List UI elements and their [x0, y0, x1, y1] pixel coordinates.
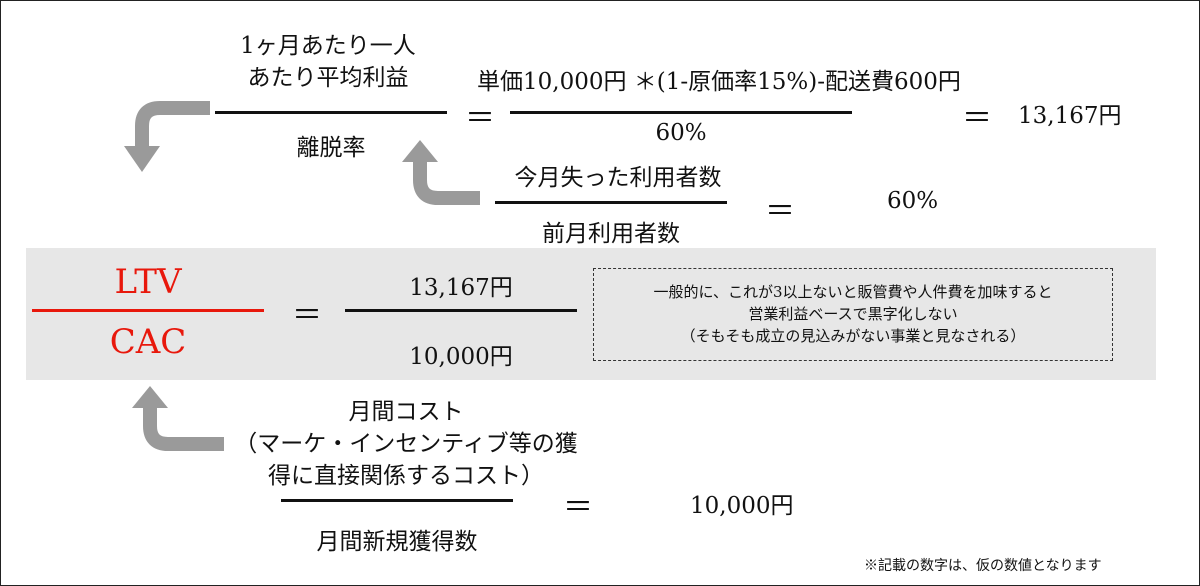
cac-numerator-line-3: 得に直接関係するコスト）: [268, 463, 544, 489]
ltv-result-equals: ＝: [962, 101, 992, 136]
churn-numerator: 今月失った利用者数: [514, 165, 722, 191]
ratio-numerator: 13,167円: [409, 275, 513, 301]
curved-arrow-icon: [402, 140, 480, 205]
footnote: ※記載の数字は、仮の数値となります: [864, 558, 1102, 574]
ratio-note-line-2: 営業利益ベースで黒字化しない: [748, 305, 958, 323]
churn-equals: ＝: [765, 194, 795, 229]
cac-numerator: 月間コスト （マーケ・インセンティブ等の獲 得に直接関係するコスト）: [200, 396, 612, 492]
ratio-note-line-3: （そもそも成立の見込みがない事業と見なされる）: [680, 327, 1026, 345]
cac-result: 10,000円: [690, 493, 794, 519]
ratio-value-fraction-bar: [345, 309, 577, 312]
cac-denominator: 月間新規獲得数: [316, 529, 478, 555]
cac-equals: ＝: [563, 490, 593, 525]
ltv-cac-fraction-bar: [32, 309, 264, 312]
ltv-detail-fraction-bar: [510, 111, 852, 114]
ltv-cac-band: [26, 248, 1156, 380]
ratio-denominator: 10,000円: [409, 344, 513, 370]
churn-denominator: 前月利用者数: [542, 221, 680, 247]
ltv-detail-denominator: 60%: [655, 120, 707, 146]
curved-arrow-icon: [124, 101, 210, 172]
ltv-numerator-line-1: 1ヶ月あたり一人: [240, 33, 416, 59]
cac-numerator-line-1: 月間コスト: [348, 399, 464, 425]
ltv-denominator: 離脱率: [296, 135, 366, 161]
churn-fraction-bar: [495, 201, 727, 204]
cac-label: CAC: [109, 322, 187, 362]
ltv-numerator-line-2: あたり平均利益: [247, 65, 409, 91]
curved-arrow-icon: [132, 386, 224, 451]
ltv-numerator: 1ヶ月あたり一人 あたり平均利益: [208, 30, 448, 94]
ratio-note-line-1: 一般的に、これが3以上ないと販管費や人件費を加味すると: [653, 283, 1053, 301]
ltv-equals: ＝: [465, 101, 495, 136]
ltv-detail-numerator: 単価10,000円 ＊(1-原価率15%)-配送費600円: [477, 69, 961, 95]
ratio-note-box: 一般的に、これが3以上ないと販管費や人件費を加味すると 営業利益ベースで黒字化し…: [593, 268, 1113, 361]
ratio-equals: ＝: [292, 298, 322, 333]
cac-fraction-bar: [281, 499, 513, 502]
churn-result: 60%: [887, 188, 939, 214]
ltv-result: 13,167円: [1018, 103, 1122, 129]
ltv-fraction-bar: [215, 111, 447, 114]
cac-numerator-line-2: （マーケ・インセンティブ等の獲: [234, 431, 578, 457]
ltv-label: LTV: [114, 262, 182, 302]
